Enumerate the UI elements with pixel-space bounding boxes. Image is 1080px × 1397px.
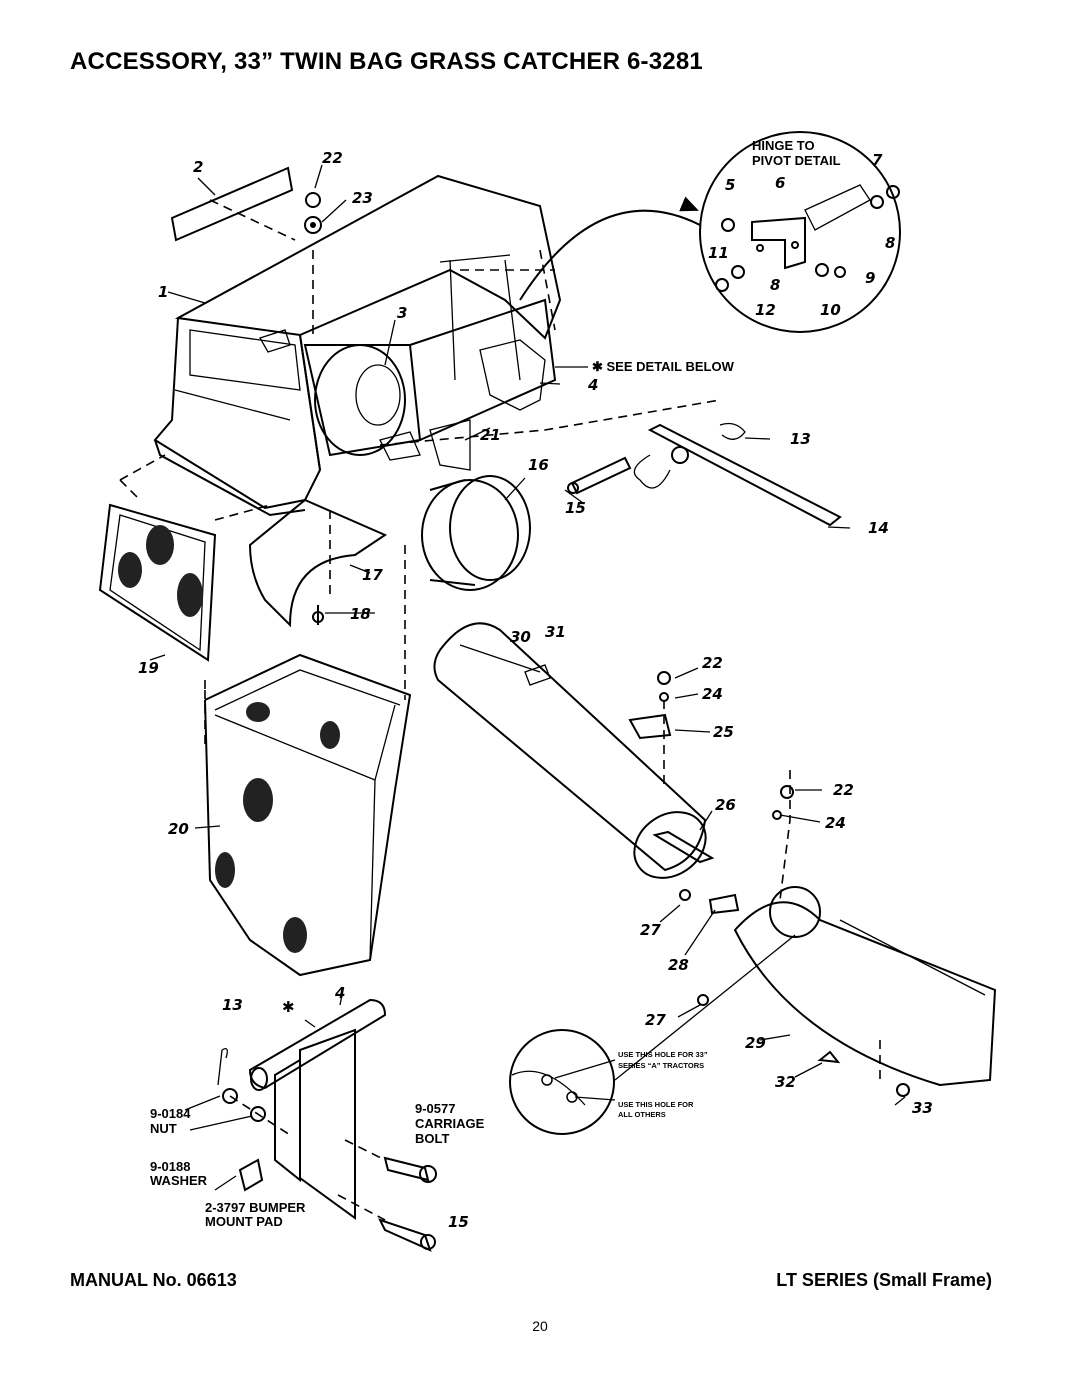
- callout-16: 16: [528, 456, 549, 474]
- see-detail-note: ✱ SEE DETAIL BELOW: [592, 359, 735, 374]
- hole-note-b2: ALL OTHERS: [618, 1110, 666, 1119]
- callout-30: 30: [510, 628, 531, 646]
- callout-3: 3: [397, 304, 407, 322]
- pad-label-2: MOUNT PAD: [205, 1214, 283, 1229]
- callout-13: 13: [790, 430, 811, 448]
- hinge-detail: [519, 131, 901, 333]
- callout-20: 20: [168, 820, 189, 838]
- callout-31: 31: [545, 623, 566, 641]
- hopper-assembly: [153, 174, 562, 517]
- hole-note-a2: SERIES “A” TRACTORS: [618, 1061, 704, 1070]
- callout-27a: 27: [640, 921, 661, 939]
- hole-detail: [509, 934, 796, 1135]
- callout-1: 1: [158, 283, 168, 301]
- callout-12: 12: [755, 301, 776, 319]
- decal-part: [170, 166, 294, 242]
- hinge-heading-1: HINGE TO: [752, 138, 815, 153]
- chute-tube: [433, 622, 740, 915]
- callout-8b: 8: [770, 276, 780, 294]
- hinge-heading-2: PIVOT DETAIL: [752, 153, 841, 168]
- callout-4: 4: [587, 376, 598, 394]
- callout-22a: 22: [322, 149, 343, 167]
- callout-28: 28: [668, 956, 689, 974]
- callout-7: 7: [872, 151, 883, 169]
- callout-19: 19: [138, 659, 159, 677]
- callout-17: 17: [362, 566, 383, 584]
- washer-part-no: 9-0188: [150, 1159, 190, 1174]
- callout-6: 6: [775, 174, 785, 192]
- callout-14: 14: [868, 519, 889, 537]
- bolt-part-no: 9-0577: [415, 1101, 455, 1116]
- callout-8a: 8: [885, 234, 895, 252]
- callout-18: 18: [350, 605, 371, 623]
- series-label: LT SERIES (Small Frame): [776, 1270, 992, 1290]
- detail-callout-15: 15: [448, 1213, 469, 1231]
- callout-29: 29: [745, 1034, 766, 1052]
- callout-21: 21: [480, 426, 501, 444]
- deflector-part: [248, 498, 388, 628]
- callout-23: 23: [352, 189, 373, 207]
- page-title: ACCESSORY, 33” TWIN BAG GRASS CATCHER 6-…: [70, 48, 703, 75]
- bolt-label-1: CARRIAGE: [415, 1116, 485, 1131]
- callout-24b: 24: [825, 814, 846, 832]
- nut-label: NUT: [150, 1121, 177, 1136]
- bumper-mount-detail: [184, 989, 437, 1252]
- callout-5: 5: [725, 176, 735, 194]
- washer-label: WASHER: [150, 1173, 208, 1188]
- callout-9: 9: [865, 269, 875, 287]
- callout-33: 33: [912, 1099, 933, 1117]
- hole-note-b1: USE THIS HOLE FOR: [618, 1100, 694, 1109]
- detail-callout-13: 13: [222, 996, 243, 1014]
- chute-ring: [421, 475, 531, 591]
- pad-label-1: 2-3797 BUMPER: [205, 1200, 306, 1215]
- hole-note-a1: USE THIS HOLE FOR 33”: [618, 1050, 708, 1059]
- callout-labels: 1 2 3 4 5 6 7 8 8 9 10 11 12 13 14 15 16…: [138, 138, 933, 1231]
- callout-26: 26: [715, 796, 736, 814]
- discharge-chute-29: [697, 886, 997, 1097]
- nut-part-no: 9-0184: [150, 1106, 191, 1121]
- callout-32: 32: [775, 1073, 796, 1091]
- manual-number: MANUAL No. 06613: [70, 1270, 237, 1290]
- callout-15: 15: [565, 499, 586, 517]
- callout-25: 25: [713, 723, 734, 741]
- detail-callout-4: 4: [334, 984, 345, 1002]
- callout-22c: 22: [833, 781, 854, 799]
- callout-2: 2: [193, 158, 203, 176]
- callout-27b: 27: [645, 1011, 666, 1029]
- callout-22b: 22: [702, 654, 723, 672]
- detail-star: ✱: [282, 998, 295, 1016]
- callout-24a: 24: [702, 685, 723, 703]
- bag-cover-19: [98, 503, 217, 662]
- bolt-label-2: BOLT: [415, 1131, 449, 1146]
- page-number: 20: [532, 1318, 548, 1334]
- callout-10: 10: [820, 301, 841, 319]
- callout-11: 11: [708, 244, 729, 262]
- grass-bag-20: [204, 653, 412, 977]
